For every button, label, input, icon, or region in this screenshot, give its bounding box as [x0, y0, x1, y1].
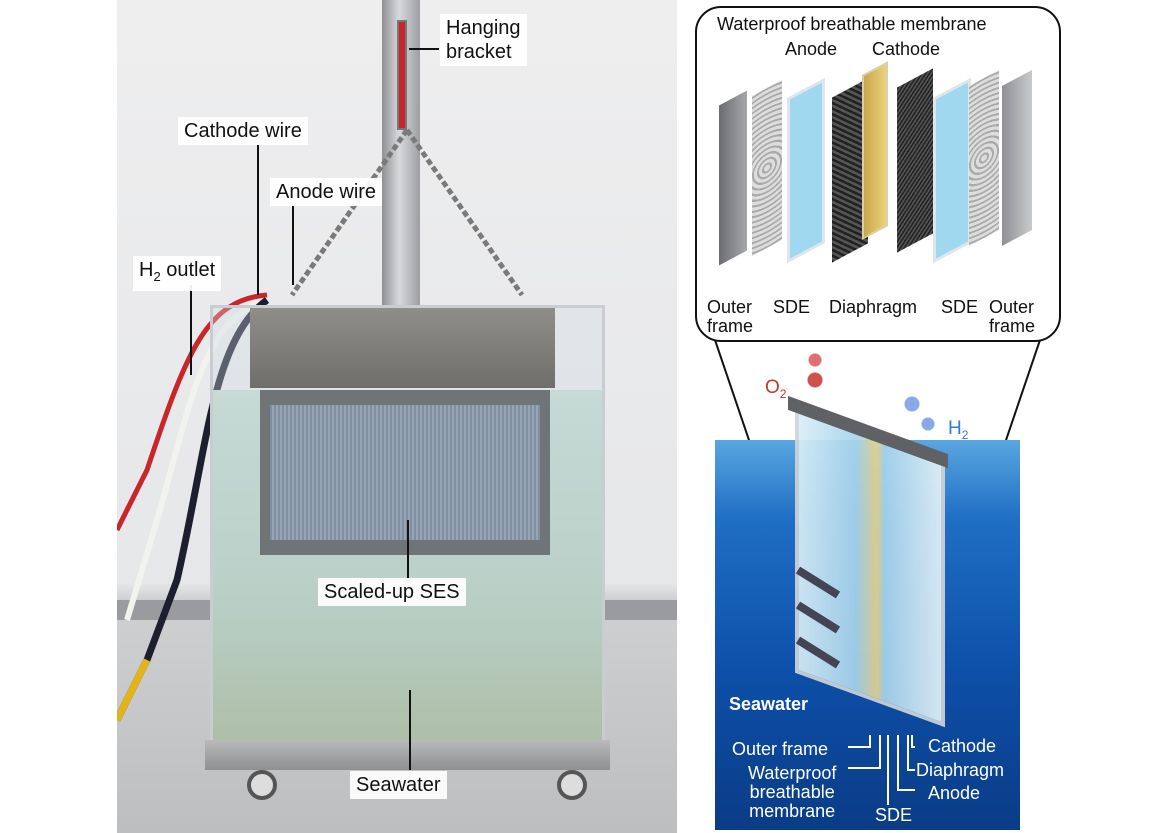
- outer-frame-slots: [795, 566, 841, 669]
- device-leader-lines: [848, 735, 915, 805]
- seawater-label: Seawater: [350, 771, 447, 799]
- diaphragm-label: Diaphragm: [829, 297, 918, 317]
- sde-right-layer: [933, 77, 971, 264]
- outer-frame-label: Outer frame: [732, 739, 829, 759]
- anode-wire-label: Anode wire: [270, 178, 383, 206]
- h2-bubbles-icon: [900, 392, 940, 432]
- sde-label: SDE: [875, 805, 913, 825]
- o2-bubbles-icon: [806, 352, 824, 392]
- sde-left-label: SDE: [773, 297, 811, 317]
- cathode-wire-label: Cathode wire: [178, 117, 308, 145]
- wheel: [557, 770, 587, 800]
- sde-right-label: SDE: [941, 297, 979, 317]
- wheel: [247, 770, 277, 800]
- ses-mesh: [270, 405, 540, 540]
- sde-left-layer: [787, 77, 825, 264]
- anode-label: Anode: [785, 39, 838, 59]
- cathode-label: Cathode: [872, 39, 941, 59]
- scaled-up-ses-label: Scaled-up SES: [318, 578, 466, 606]
- outer-frame-right-layer: [1002, 70, 1032, 246]
- tank-base: [205, 740, 610, 770]
- hanging-bracket: [397, 20, 407, 130]
- membrane-left-layer: [752, 80, 782, 256]
- cathode-label: Cathode: [928, 736, 997, 756]
- ses-housing: [250, 308, 555, 388]
- outer-frame-left-layer: [719, 90, 747, 266]
- diaphragm-label: Diaphragm: [916, 760, 1005, 780]
- diaphragm-layer: [862, 61, 888, 240]
- anode-label: Anode: [928, 783, 981, 803]
- exploded-view-callout: Waterproof breathable membrane Anode Cat…: [695, 6, 1061, 342]
- cathode-layer: [897, 68, 933, 253]
- membrane-right-layer: [969, 70, 999, 246]
- o2-label: O2: [765, 377, 787, 401]
- seawater-label: Seawater: [729, 694, 809, 714]
- wires-and-chains: [117, 128, 525, 722]
- h2-outlet-label: H2 outlet: [133, 256, 222, 291]
- waterproof-membrane-label: Waterproof breathable membrane: [717, 14, 987, 34]
- h2-label: H2: [948, 418, 969, 442]
